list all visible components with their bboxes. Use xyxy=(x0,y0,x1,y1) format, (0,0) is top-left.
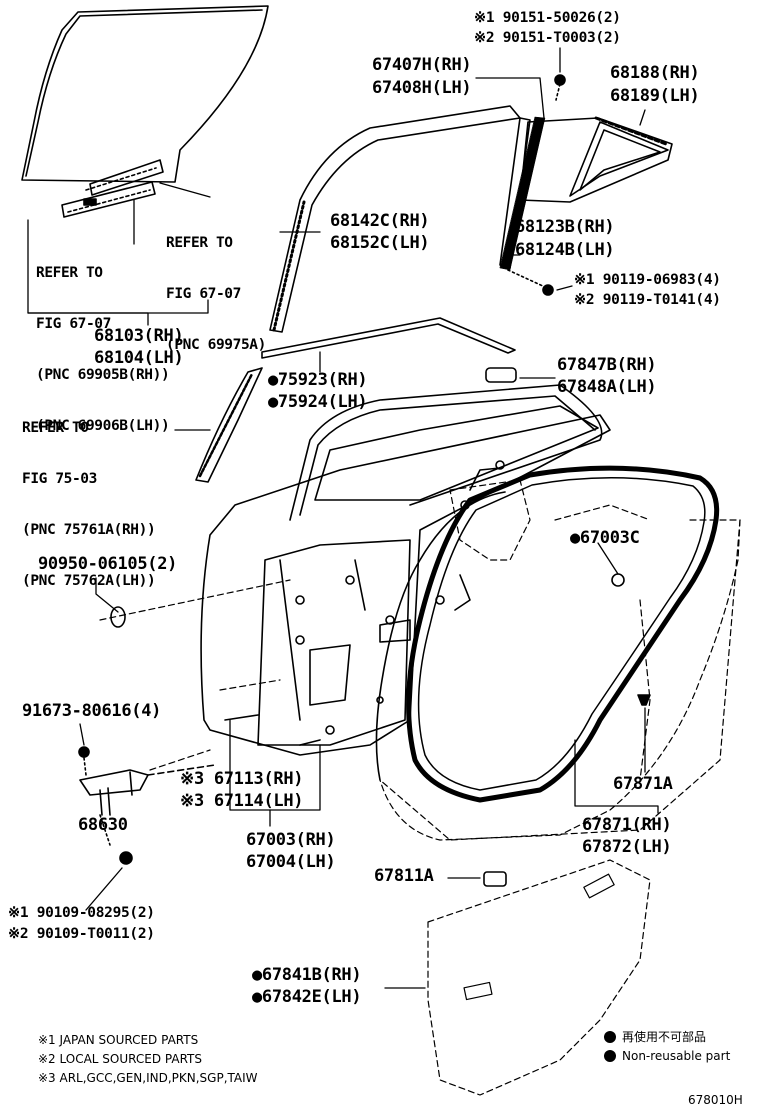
plug-label: 90950-06105(2) xyxy=(38,554,178,574)
figure-id: 678010H xyxy=(688,1093,743,1107)
cushion xyxy=(485,367,517,383)
ref-b-line-4: (PNC 69906B(LH)) xyxy=(36,418,170,434)
bolt-top-label-1: ※1 90151-50026(2) xyxy=(474,10,621,26)
clip xyxy=(611,573,625,587)
hinge-label: 68630 xyxy=(78,815,128,835)
door-rh-label: 67003(RH) xyxy=(246,830,336,850)
ref-b-line-3: (PNC 69905B(RH)) xyxy=(36,367,170,383)
clip-label: ●67003C xyxy=(570,528,640,548)
quarter-window xyxy=(519,116,673,203)
film-lh-label: ●67842E(LH) xyxy=(252,987,362,1007)
seal-clip xyxy=(637,694,651,706)
ref-c: REFER TO FIG 75-03 (PNC 75761A(RH)) (PNC… xyxy=(22,386,156,607)
hinge-assembly xyxy=(78,746,216,865)
glass-run xyxy=(269,105,546,333)
glass-lh-label: 68104(LH) xyxy=(94,348,184,368)
note-local-sourced: ※2 LOCAL SOURCED PARTS xyxy=(38,1052,202,1066)
door-lh-label: 67004(LH) xyxy=(246,852,336,872)
pad-label: 67811A xyxy=(374,866,434,886)
screw-label-2: ※2 90119-T0141(4) xyxy=(574,292,721,308)
cushion-rh-label: 67847B(RH) xyxy=(557,355,657,375)
quarter-glass-lh-label: 68189(LH) xyxy=(610,86,700,106)
bolt-bottom-label-1: ※1 90109-08295(2) xyxy=(8,905,155,921)
moulding-lh-label: ●75924(LH) xyxy=(268,392,368,412)
ref-c-line-2: FIG 75-03 xyxy=(22,471,97,487)
hinge-bolt-label: 91673-80616(4) xyxy=(22,701,162,721)
legend-english: Non-reusable part xyxy=(622,1049,731,1063)
door-panel xyxy=(200,384,611,756)
ref-c-line-4: (PNC 75762A(LH)) xyxy=(22,573,156,589)
note-japan-sourced: ※1 JAPAN SOURCED PARTS xyxy=(38,1033,199,1047)
screw-label-1: ※1 90119-06983(4) xyxy=(574,272,721,288)
leader-lines xyxy=(27,47,659,989)
ref-c-line-3: (PNC 75761A(RH)) xyxy=(22,522,156,538)
film-rh-label: ●67841B(RH) xyxy=(252,965,362,985)
legend-japanese: 再使用不可部品 xyxy=(622,1030,707,1044)
glass-rh-label: 68103(RH) xyxy=(94,326,184,346)
door-glass xyxy=(21,5,269,218)
run-lh-label: 68152C(LH) xyxy=(330,233,430,253)
note-regions: ※3 ARL,GCC,GEN,IND,PKN,SGP,TAIW xyxy=(38,1071,258,1085)
legend-dot-jp xyxy=(604,1031,616,1043)
cushion-lh-label: 67848A(LH) xyxy=(557,377,657,397)
bolt-top-label-2: ※2 90151-T0003(2) xyxy=(474,30,621,46)
moulding-rh-label: ●75923(RH) xyxy=(268,370,368,390)
ref-a-line-1: REFER TO xyxy=(166,235,233,251)
ref-c-line-1: REFER TO xyxy=(22,420,89,436)
ref-b-line-2: FIG 67-07 xyxy=(36,316,111,332)
belt-moulding xyxy=(261,317,516,359)
seal-clip-label: 67871A xyxy=(613,774,673,794)
bolt-top xyxy=(554,74,566,101)
plug xyxy=(110,606,126,628)
ref-a-line-2: FIG 67-07 xyxy=(166,286,241,302)
pillar-garnish xyxy=(195,367,263,483)
ref-b: REFER TO FIG 67-07 (PNC 69905B(RH)) (PNC… xyxy=(36,231,170,452)
run-rh-label: 68142C(RH) xyxy=(330,211,430,231)
panel-3-rh-label: ※3 67113(RH) xyxy=(180,769,304,789)
inner-frame xyxy=(99,479,741,841)
panel-3-lh-label: ※3 67114(LH) xyxy=(180,791,304,811)
screw-sash xyxy=(507,269,554,296)
door-seal xyxy=(375,465,741,841)
quarter-glass-rh-label: 68188(RH) xyxy=(610,63,700,83)
bolt-bottom-label-2: ※2 90109-T0011(2) xyxy=(8,926,155,942)
service-hole-film xyxy=(427,859,651,1096)
ref-b-line-1: REFER TO xyxy=(36,265,103,281)
ref-a-line-3: (PNC 69975A) xyxy=(166,337,266,353)
ref-a: REFER TO FIG 67-07 (PNC 69975A) xyxy=(166,201,266,371)
seal-rh-label: 67871(RH) xyxy=(582,815,672,835)
pad xyxy=(483,871,507,887)
sash-lh-label: 68124B(LH) xyxy=(515,240,615,260)
legend-dot-en xyxy=(604,1050,616,1062)
weatherstrip-rh-label: 67407H(RH) xyxy=(372,55,472,75)
seal-lh-label: 67872(LH) xyxy=(582,837,672,857)
sash-rh-label: 68123B(RH) xyxy=(515,217,615,237)
weatherstrip-lh-label: 67408H(LH) xyxy=(372,78,472,98)
